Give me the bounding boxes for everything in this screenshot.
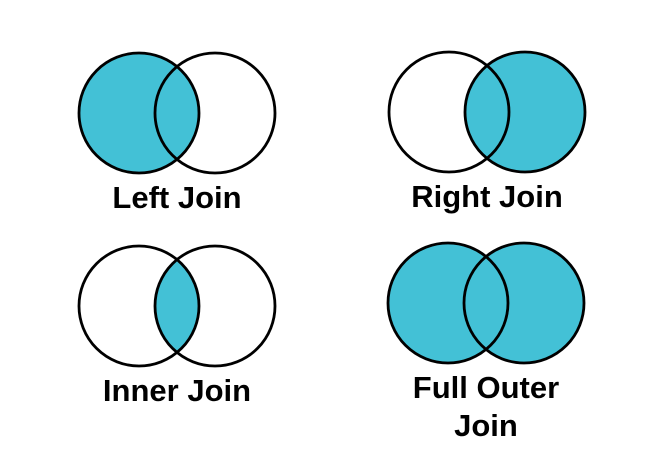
venn-cell-inner-join: Inner Join xyxy=(47,243,307,410)
right-circle-outline xyxy=(153,51,277,175)
right-circle-outline xyxy=(153,244,277,368)
intersection-fill xyxy=(155,259,199,353)
join-label-right-join: Right Join xyxy=(411,179,563,214)
venn-cell-left-join: Left Join xyxy=(47,50,307,217)
right-circle-outline xyxy=(463,50,587,174)
intersection-fill xyxy=(155,66,199,160)
right-circle-outline xyxy=(462,241,586,365)
left-circle-outline xyxy=(386,241,510,365)
venn-diagram-left-join xyxy=(77,51,277,175)
venn-diagram-inner-join xyxy=(77,244,277,368)
left-circle-outline xyxy=(77,51,201,175)
venn-diagram-right-join xyxy=(387,50,587,174)
intersection-fill xyxy=(465,65,509,159)
venn-cell-full-outer-join: Full Outer Join xyxy=(356,240,616,445)
venn-cell-right-join: Right Join xyxy=(357,49,617,216)
left-circle-outline xyxy=(77,244,201,368)
join-label-inner-join: Inner Join xyxy=(102,373,252,408)
join-label-left-join: Left Join xyxy=(112,180,242,215)
intersection-fill xyxy=(464,256,508,350)
left-circle-outline xyxy=(387,50,511,174)
venn-diagram-full-outer-join xyxy=(386,241,586,365)
join-label-full-outer-join: Full Outer Join xyxy=(412,370,560,443)
